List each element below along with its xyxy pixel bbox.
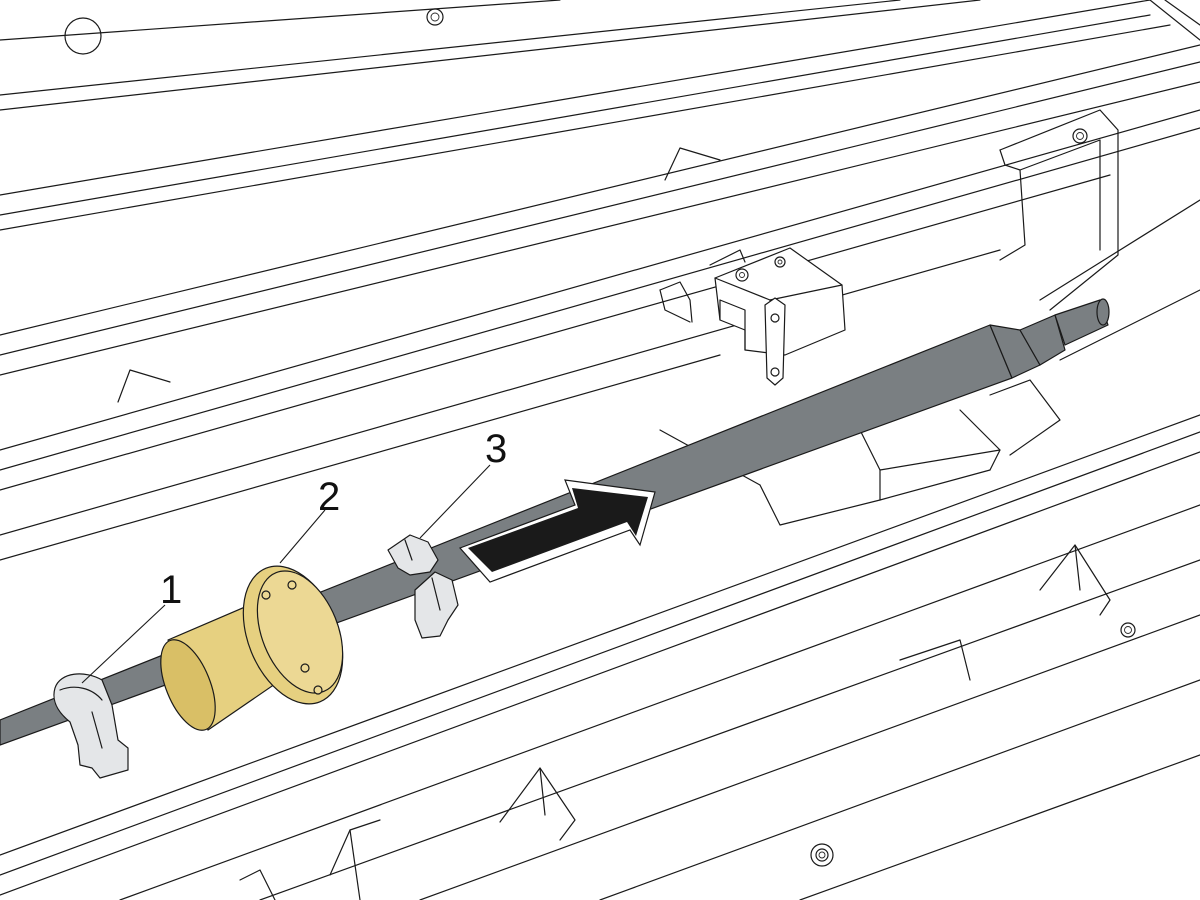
callout-1: 1 (81, 568, 182, 684)
callout-label-1: 1 (160, 568, 182, 612)
callout-3: 3 (419, 427, 507, 539)
callout-label-3: 3 (485, 427, 507, 471)
arrow-right-icon (458, 479, 656, 583)
callout-2: 2 (279, 475, 340, 564)
retaining-clip-1 (53, 673, 129, 779)
flanged-nut (160, 565, 344, 731)
retaining-clip-3 (387, 534, 459, 639)
housing-block (659, 109, 1200, 526)
mounting-bracket (659, 247, 846, 386)
upper-rail (0, 0, 1200, 561)
callout-label-2: 2 (318, 475, 340, 519)
lower-rail (0, 414, 1200, 900)
